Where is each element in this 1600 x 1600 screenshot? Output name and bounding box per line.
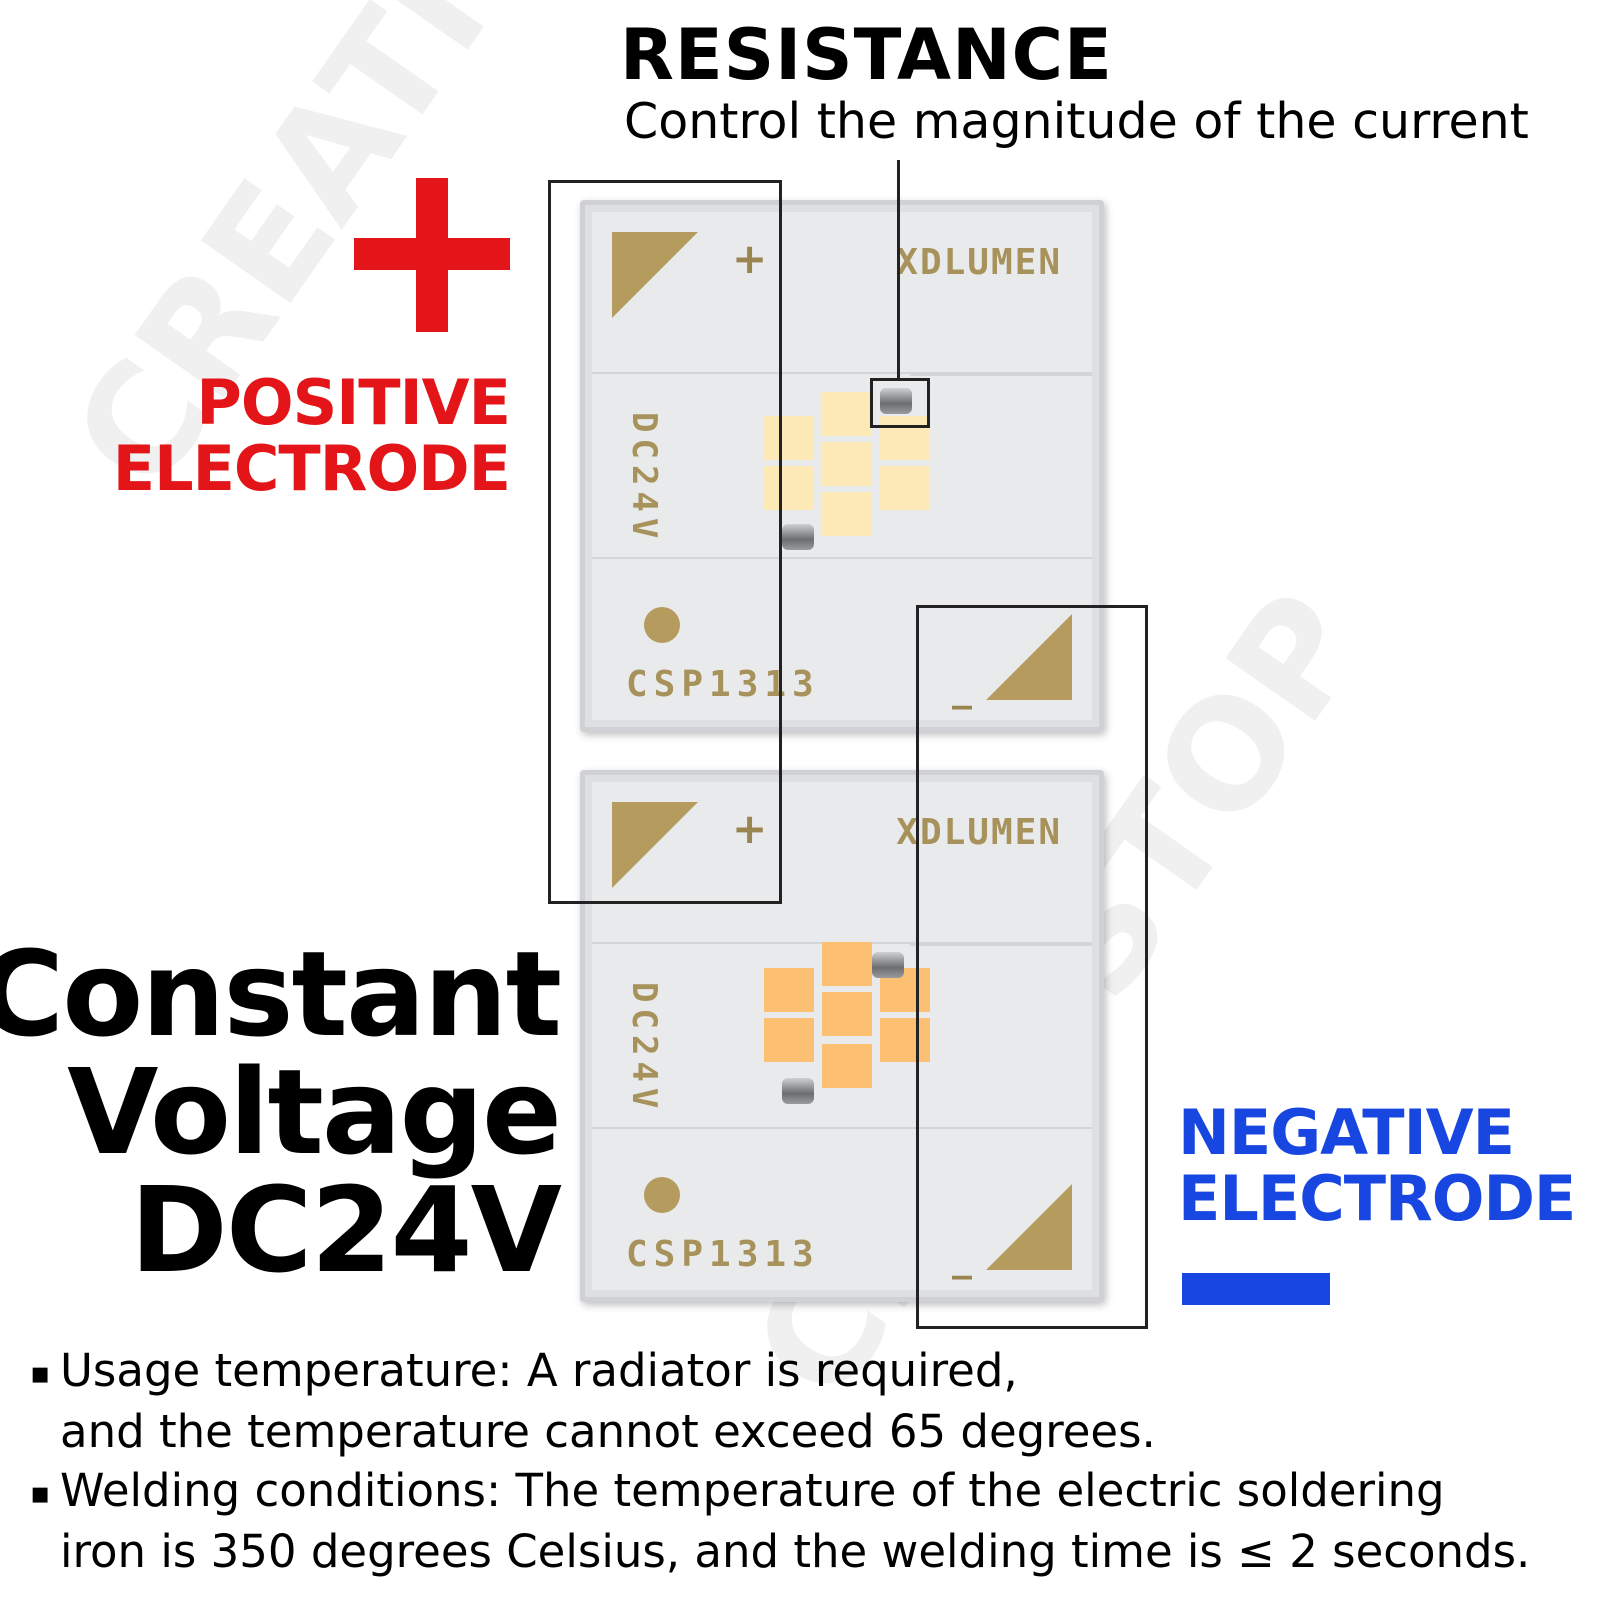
minus-marking: _ — [952, 1234, 972, 1280]
panel-divider — [592, 372, 1092, 374]
led-die — [880, 416, 930, 460]
note-1-line-2: and the temperature cannot exceed 65 deg… — [60, 1405, 1156, 1458]
chip-surface: + XDLUMEN DC24V CSP1313 _ — [592, 212, 1092, 720]
note-2-line-2: iron is 350 degrees Celsius, and the wel… — [60, 1525, 1531, 1578]
resistor — [872, 952, 904, 978]
led-chip-bottom: + XDLUMEN DC24V CSP1313 _ — [580, 770, 1104, 1302]
note-2-line-1: Welding conditions: The temperature of t… — [60, 1464, 1445, 1517]
brand-marking: XDLUMEN — [896, 242, 1062, 283]
bullet-icon: ▪ — [30, 1356, 51, 1391]
minus-icon — [1182, 1273, 1330, 1305]
negative-electrode-label: NEGATIVE ELECTRODE — [1178, 1096, 1576, 1235]
model-marking: CSP1313 — [626, 664, 820, 705]
positive-label-line2: ELECTRODE — [112, 432, 511, 505]
led-die — [822, 392, 872, 436]
led-die — [822, 992, 872, 1036]
resistor — [880, 388, 912, 414]
led-die — [764, 1018, 814, 1062]
headline-line2: Voltage — [67, 1043, 562, 1181]
positive-pad — [612, 232, 698, 318]
positive-pad — [612, 802, 698, 888]
plus-marking: + — [732, 234, 768, 283]
chip-surface: + XDLUMEN DC24V CSP1313 _ — [592, 782, 1092, 1290]
resistance-title: RESISTANCE — [620, 14, 1113, 96]
led-die — [764, 466, 814, 510]
led-die — [822, 942, 872, 986]
led-die — [822, 492, 872, 536]
headline-line1: Constant — [0, 925, 562, 1063]
panel-divider — [910, 944, 1092, 946]
pad-dot — [644, 607, 680, 643]
resistor — [782, 524, 814, 550]
led-die — [880, 1018, 930, 1062]
led-die — [764, 968, 814, 1012]
panel-divider — [910, 374, 1092, 376]
model-marking: CSP1313 — [626, 1234, 820, 1275]
panel-divider — [592, 1127, 1092, 1129]
led-chip-top: + XDLUMEN DC24V CSP1313 _ — [580, 200, 1104, 732]
positive-electrode-label: POSITIVE ELECTRODE — [112, 366, 511, 505]
brand-marking: XDLUMEN — [896, 812, 1062, 853]
plus-marking: + — [732, 804, 768, 853]
resistor — [782, 1078, 814, 1104]
resistance-subtitle: Control the magnitude of the current — [624, 93, 1529, 150]
headline-line3: DC24V — [129, 1161, 562, 1299]
negative-label-line1: NEGATIVE — [1178, 1096, 1515, 1169]
negative-pad — [986, 1184, 1072, 1270]
voltage-marking: DC24V — [624, 982, 664, 1115]
positive-label-line1: POSITIVE — [196, 366, 511, 439]
negative-callout-frame — [916, 605, 1148, 1329]
note-welding-conditions: ▪ Welding conditions: The temperature of … — [30, 1462, 1530, 1581]
negative-pad — [986, 614, 1072, 700]
pad-dot — [644, 1177, 680, 1213]
note-1-line-1: Usage temperature: A radiator is require… — [60, 1344, 1018, 1397]
positive-callout-frame — [548, 180, 782, 904]
resistance-leader-line — [897, 160, 900, 380]
panel-divider — [592, 557, 1092, 559]
negative-label-line2: ELECTRODE — [1178, 1162, 1576, 1235]
led-die — [880, 466, 930, 510]
headline: Constant Voltage DC24V — [0, 925, 562, 1299]
resistor-callout-frame — [870, 378, 930, 428]
bullet-icon: ▪ — [30, 1476, 51, 1511]
led-die — [822, 1044, 872, 1088]
minus-marking: _ — [952, 664, 972, 710]
led-die — [764, 416, 814, 460]
note-usage-temperature: ▪ Usage temperature: A radiator is requir… — [30, 1342, 1156, 1461]
led-die — [822, 442, 872, 486]
plus-icon-vertical — [416, 178, 448, 332]
